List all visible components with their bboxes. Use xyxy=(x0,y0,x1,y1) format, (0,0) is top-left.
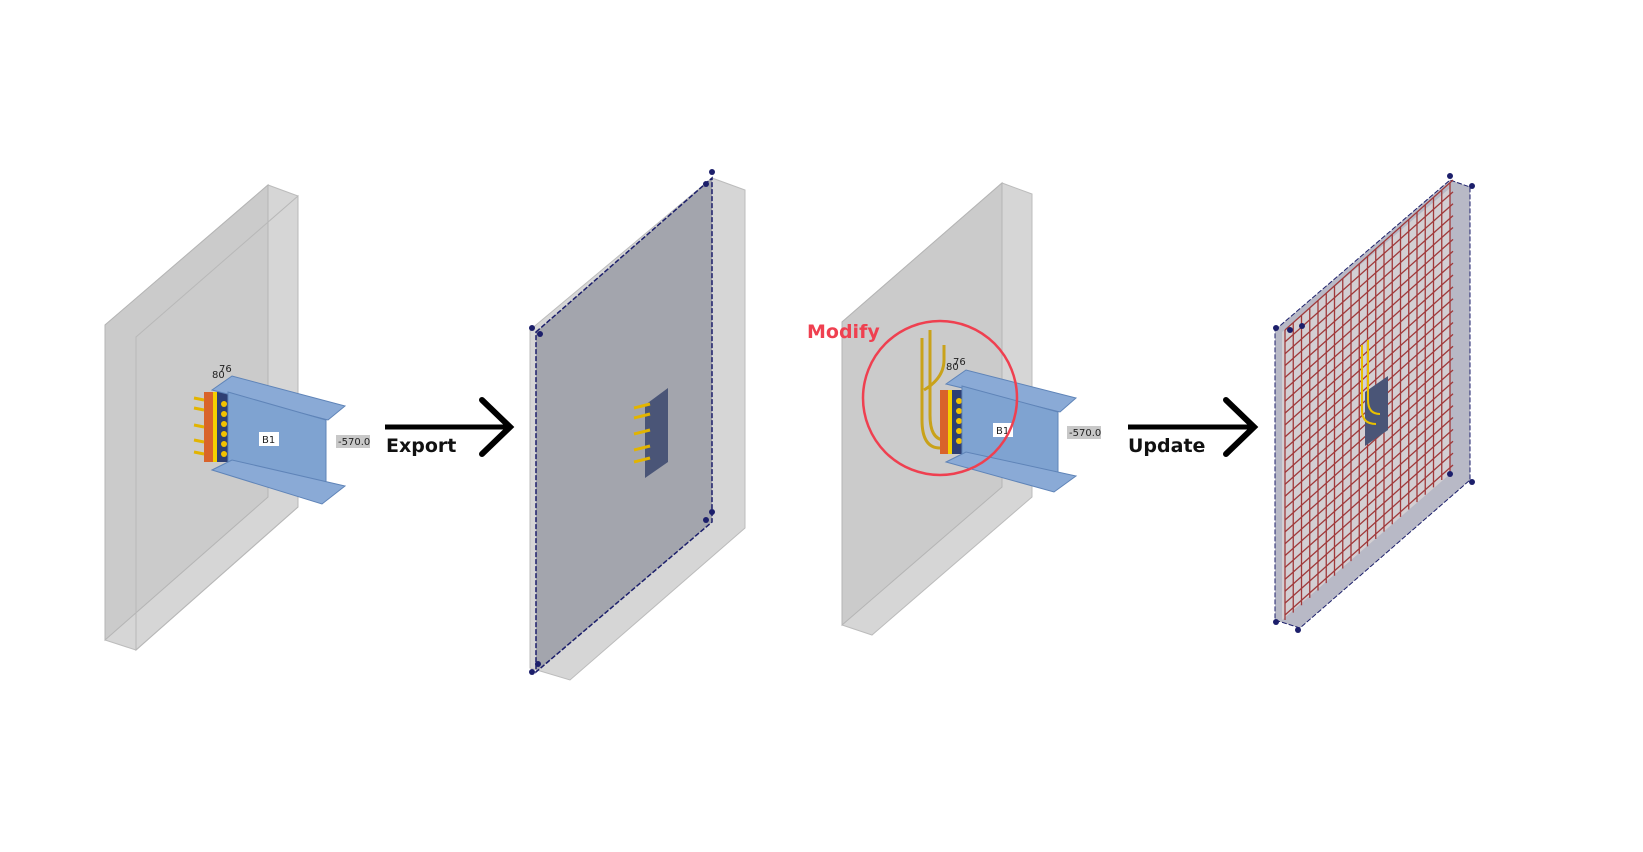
update-arrow: Update xyxy=(1128,397,1259,457)
panel-exported-model xyxy=(529,169,746,681)
rebar-horizontal xyxy=(1284,405,1454,557)
rebar-horizontal xyxy=(1284,250,1454,402)
rebar-horizontal xyxy=(1284,262,1454,414)
rebar-horizontal xyxy=(1284,393,1454,545)
steel-connection xyxy=(193,375,347,505)
rebar-horizontal xyxy=(1284,179,1454,331)
rebar-horizontal xyxy=(1284,428,1454,580)
rebar-horizontal xyxy=(1284,440,1454,592)
modification-highlight-circle xyxy=(861,319,1019,477)
panel-updated-model xyxy=(1273,173,1475,633)
panel-original-model: 80 76 B1 -570.0 xyxy=(104,183,370,652)
rebar-horizontal xyxy=(1284,191,1454,343)
rebar-horizontal xyxy=(1284,369,1454,521)
elevation-label: -570.0 xyxy=(1069,428,1101,439)
export-arrow: Export xyxy=(385,397,515,457)
rebar-horizontal xyxy=(1284,464,1454,616)
rebar-horizontal xyxy=(1284,227,1454,378)
dimension-label-b: 76 xyxy=(219,364,232,375)
wall-back-face xyxy=(135,194,299,652)
dimension-label-a: 80 xyxy=(946,362,959,373)
wall-front-face xyxy=(104,183,269,642)
panel-modified-model: 80 76 B1 -570.0 Modify xyxy=(807,181,1101,636)
rebar-horizontal xyxy=(1284,381,1454,533)
rebar-horizontal xyxy=(1284,203,1454,355)
rebar-horizontal xyxy=(1284,238,1454,390)
exported-slab-face xyxy=(535,176,713,674)
elevation-label: -570.0 xyxy=(338,437,370,448)
rebar-horizontal xyxy=(1284,215,1454,367)
dimension-label-a: 80 xyxy=(212,370,225,381)
modify-label: Modify xyxy=(807,321,880,343)
beam-label: B1 xyxy=(262,435,275,446)
rebar-horizontal xyxy=(1284,417,1454,568)
update-label: Update xyxy=(1128,435,1205,457)
rebar-horizontal xyxy=(1284,452,1454,604)
dimension-label-b: 76 xyxy=(953,357,966,368)
export-label: Export xyxy=(386,435,456,457)
beam-label: B1 xyxy=(996,426,1009,437)
